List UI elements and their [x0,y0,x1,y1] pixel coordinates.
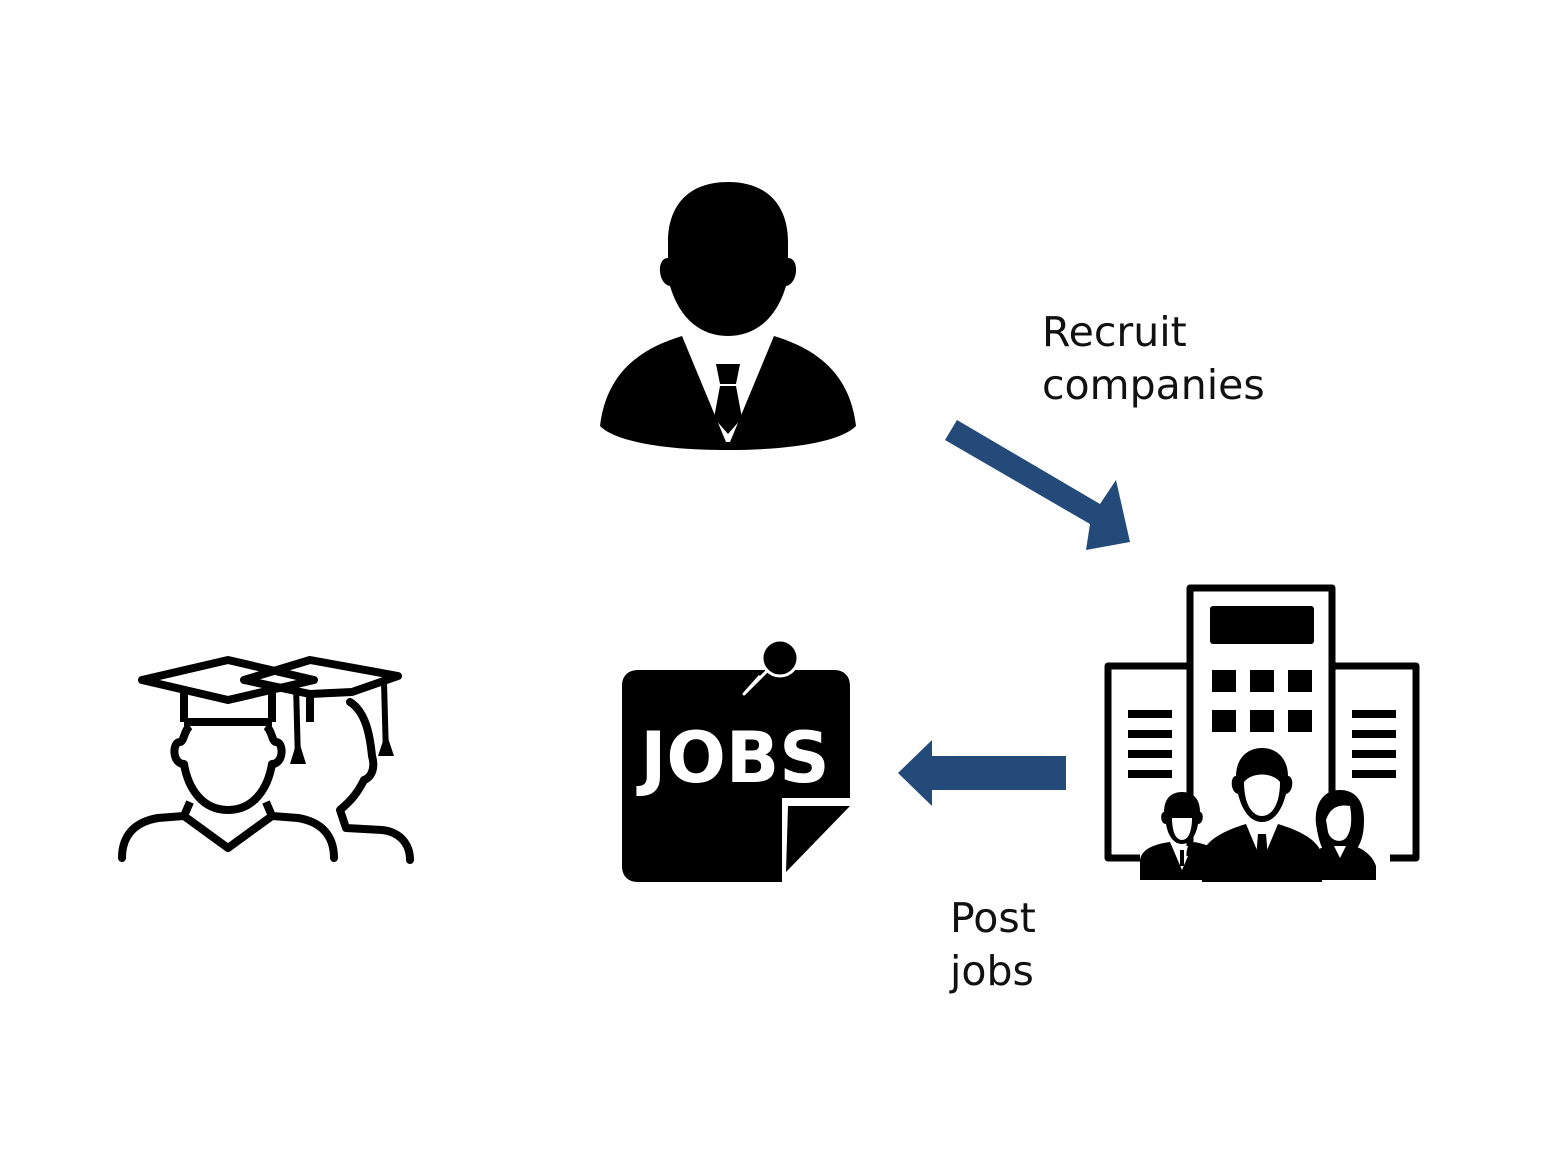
businessman-icon [596,180,860,452]
arrow-recruiter-to-company [940,414,1140,554]
jobs-notice-text: JOBS [636,717,829,799]
office-building-with-staff-icon [1100,584,1424,886]
jobs-notice-icon: JOBS [620,636,856,886]
graduates-icon [114,652,420,868]
recruit-companies-label: Recruit companies [1042,306,1265,412]
post-label-line1: Post [950,894,1036,942]
recruit-label-line2: companies [1042,361,1265,409]
arrow-company-to-jobs [894,736,1070,810]
recruit-label-line1: Recruit [1042,308,1187,356]
post-jobs-label: Post jobs [950,892,1036,998]
post-label-line2: jobs [950,947,1034,995]
